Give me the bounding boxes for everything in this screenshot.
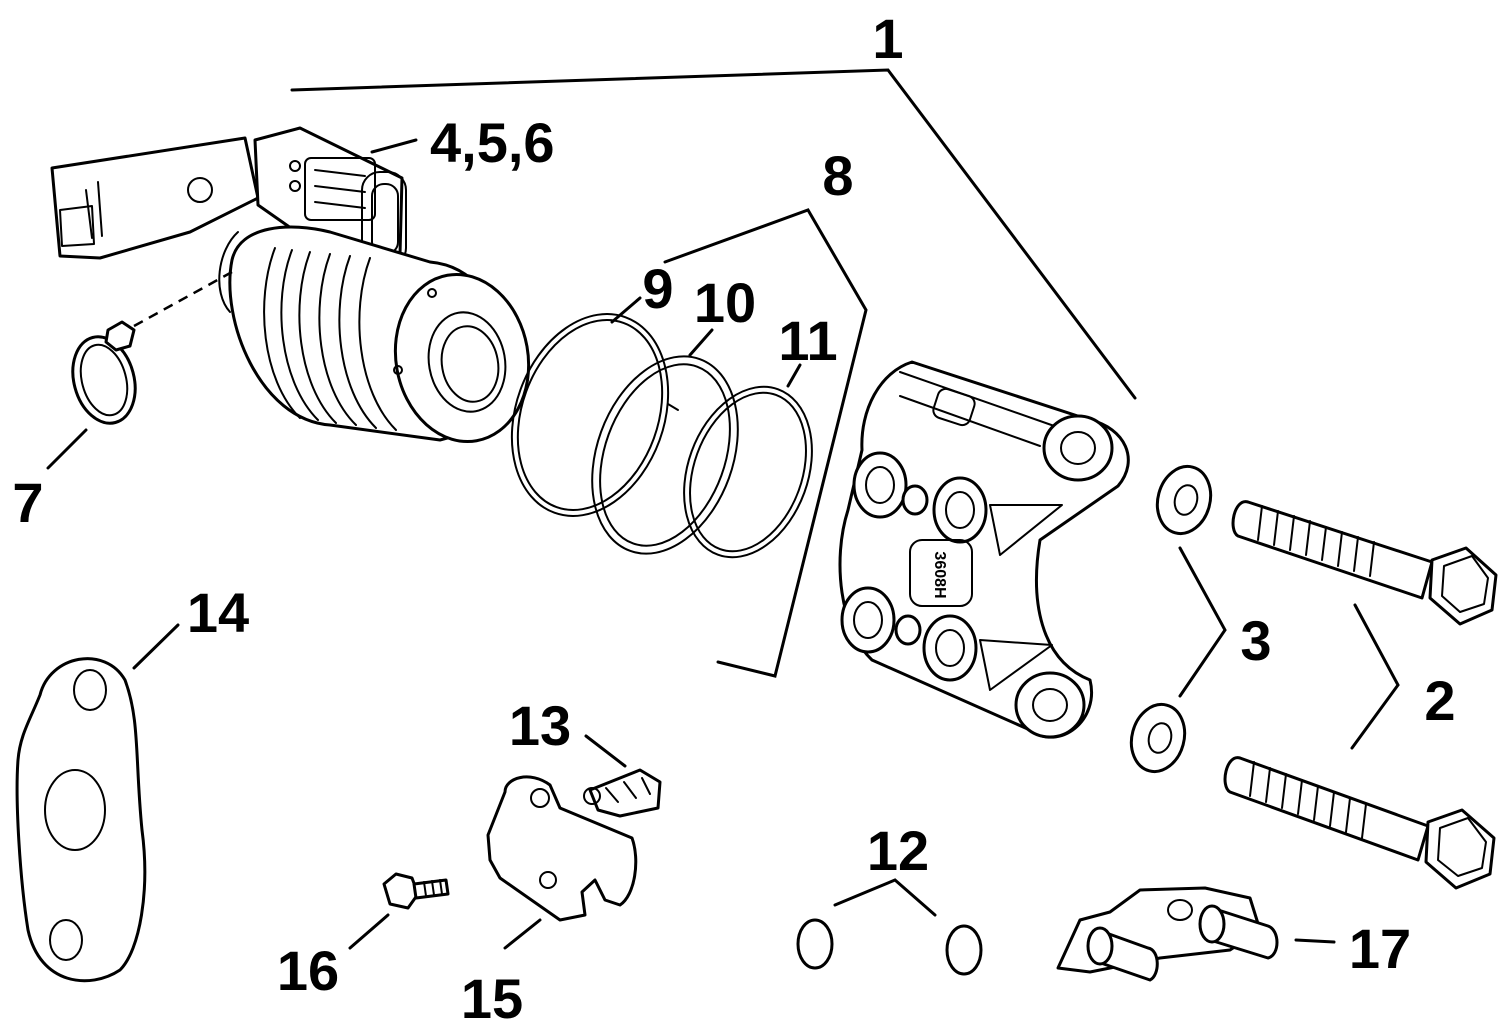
callout-3: 3 (1240, 609, 1271, 672)
o-ring-left (796, 918, 834, 970)
callout-10: 10 (694, 271, 756, 334)
housing-stamp: 3608H (931, 551, 948, 598)
washer-upper (1155, 464, 1213, 536)
callout-17: 17 (1349, 917, 1411, 980)
leader-13 (584, 734, 627, 768)
leader-4-5-6 (370, 138, 418, 154)
leader-8 (663, 208, 868, 678)
retaining-clip (583, 768, 662, 818)
ring-9 (510, 313, 670, 517)
hex-screw (382, 872, 450, 910)
leader-11 (786, 363, 802, 388)
callout-8: 8 (822, 144, 853, 207)
leader-3 (1178, 546, 1227, 698)
leader-lines (46, 68, 1400, 950)
callout-15: 15 (461, 967, 523, 1030)
callout-1: 1 (872, 7, 903, 70)
callout-13: 13 (509, 694, 571, 757)
callout-4-5-6: 4,5,6 (430, 111, 555, 174)
ring-11 (683, 385, 813, 559)
washers (1129, 464, 1213, 774)
bolts (1223, 500, 1498, 890)
callout-2: 2 (1424, 669, 1455, 732)
leader-14 (132, 623, 180, 670)
leader-15 (503, 918, 542, 950)
mounting-plate (486, 775, 638, 922)
fitting-bracket (1056, 886, 1279, 982)
callout-9: 9 (642, 257, 673, 320)
o-rings (796, 918, 983, 976)
bolt-lower (1223, 756, 1496, 890)
callout-7: 7 (12, 471, 43, 534)
callout-14: 14 (187, 581, 249, 644)
ring-10 (591, 355, 739, 555)
washer-lower (1129, 702, 1187, 774)
pump-cartridge-assembly (50, 126, 531, 444)
leader-1 (290, 68, 1137, 400)
seal-rings (510, 313, 813, 559)
bolt-upper (1231, 500, 1498, 626)
leader-10 (688, 328, 714, 357)
hose-clamp (71, 270, 233, 425)
callout-12: 12 (867, 819, 929, 882)
leader-17 (1294, 938, 1336, 944)
callout-labels: 1 4,5,6 8 9 10 11 7 14 3 2 13 12 16 15 1… (12, 7, 1455, 1030)
leader-9 (610, 296, 642, 324)
leader-7 (46, 428, 88, 470)
leader-16 (348, 913, 390, 950)
clamp-dash-line (133, 270, 233, 328)
callout-16: 16 (277, 939, 339, 1002)
gasket (15, 657, 147, 983)
leader-2 (1350, 603, 1400, 750)
callout-11: 11 (778, 309, 837, 372)
leader-12 (833, 878, 937, 917)
pump-housing: 3608H (838, 360, 1130, 739)
o-ring-right (945, 924, 983, 976)
